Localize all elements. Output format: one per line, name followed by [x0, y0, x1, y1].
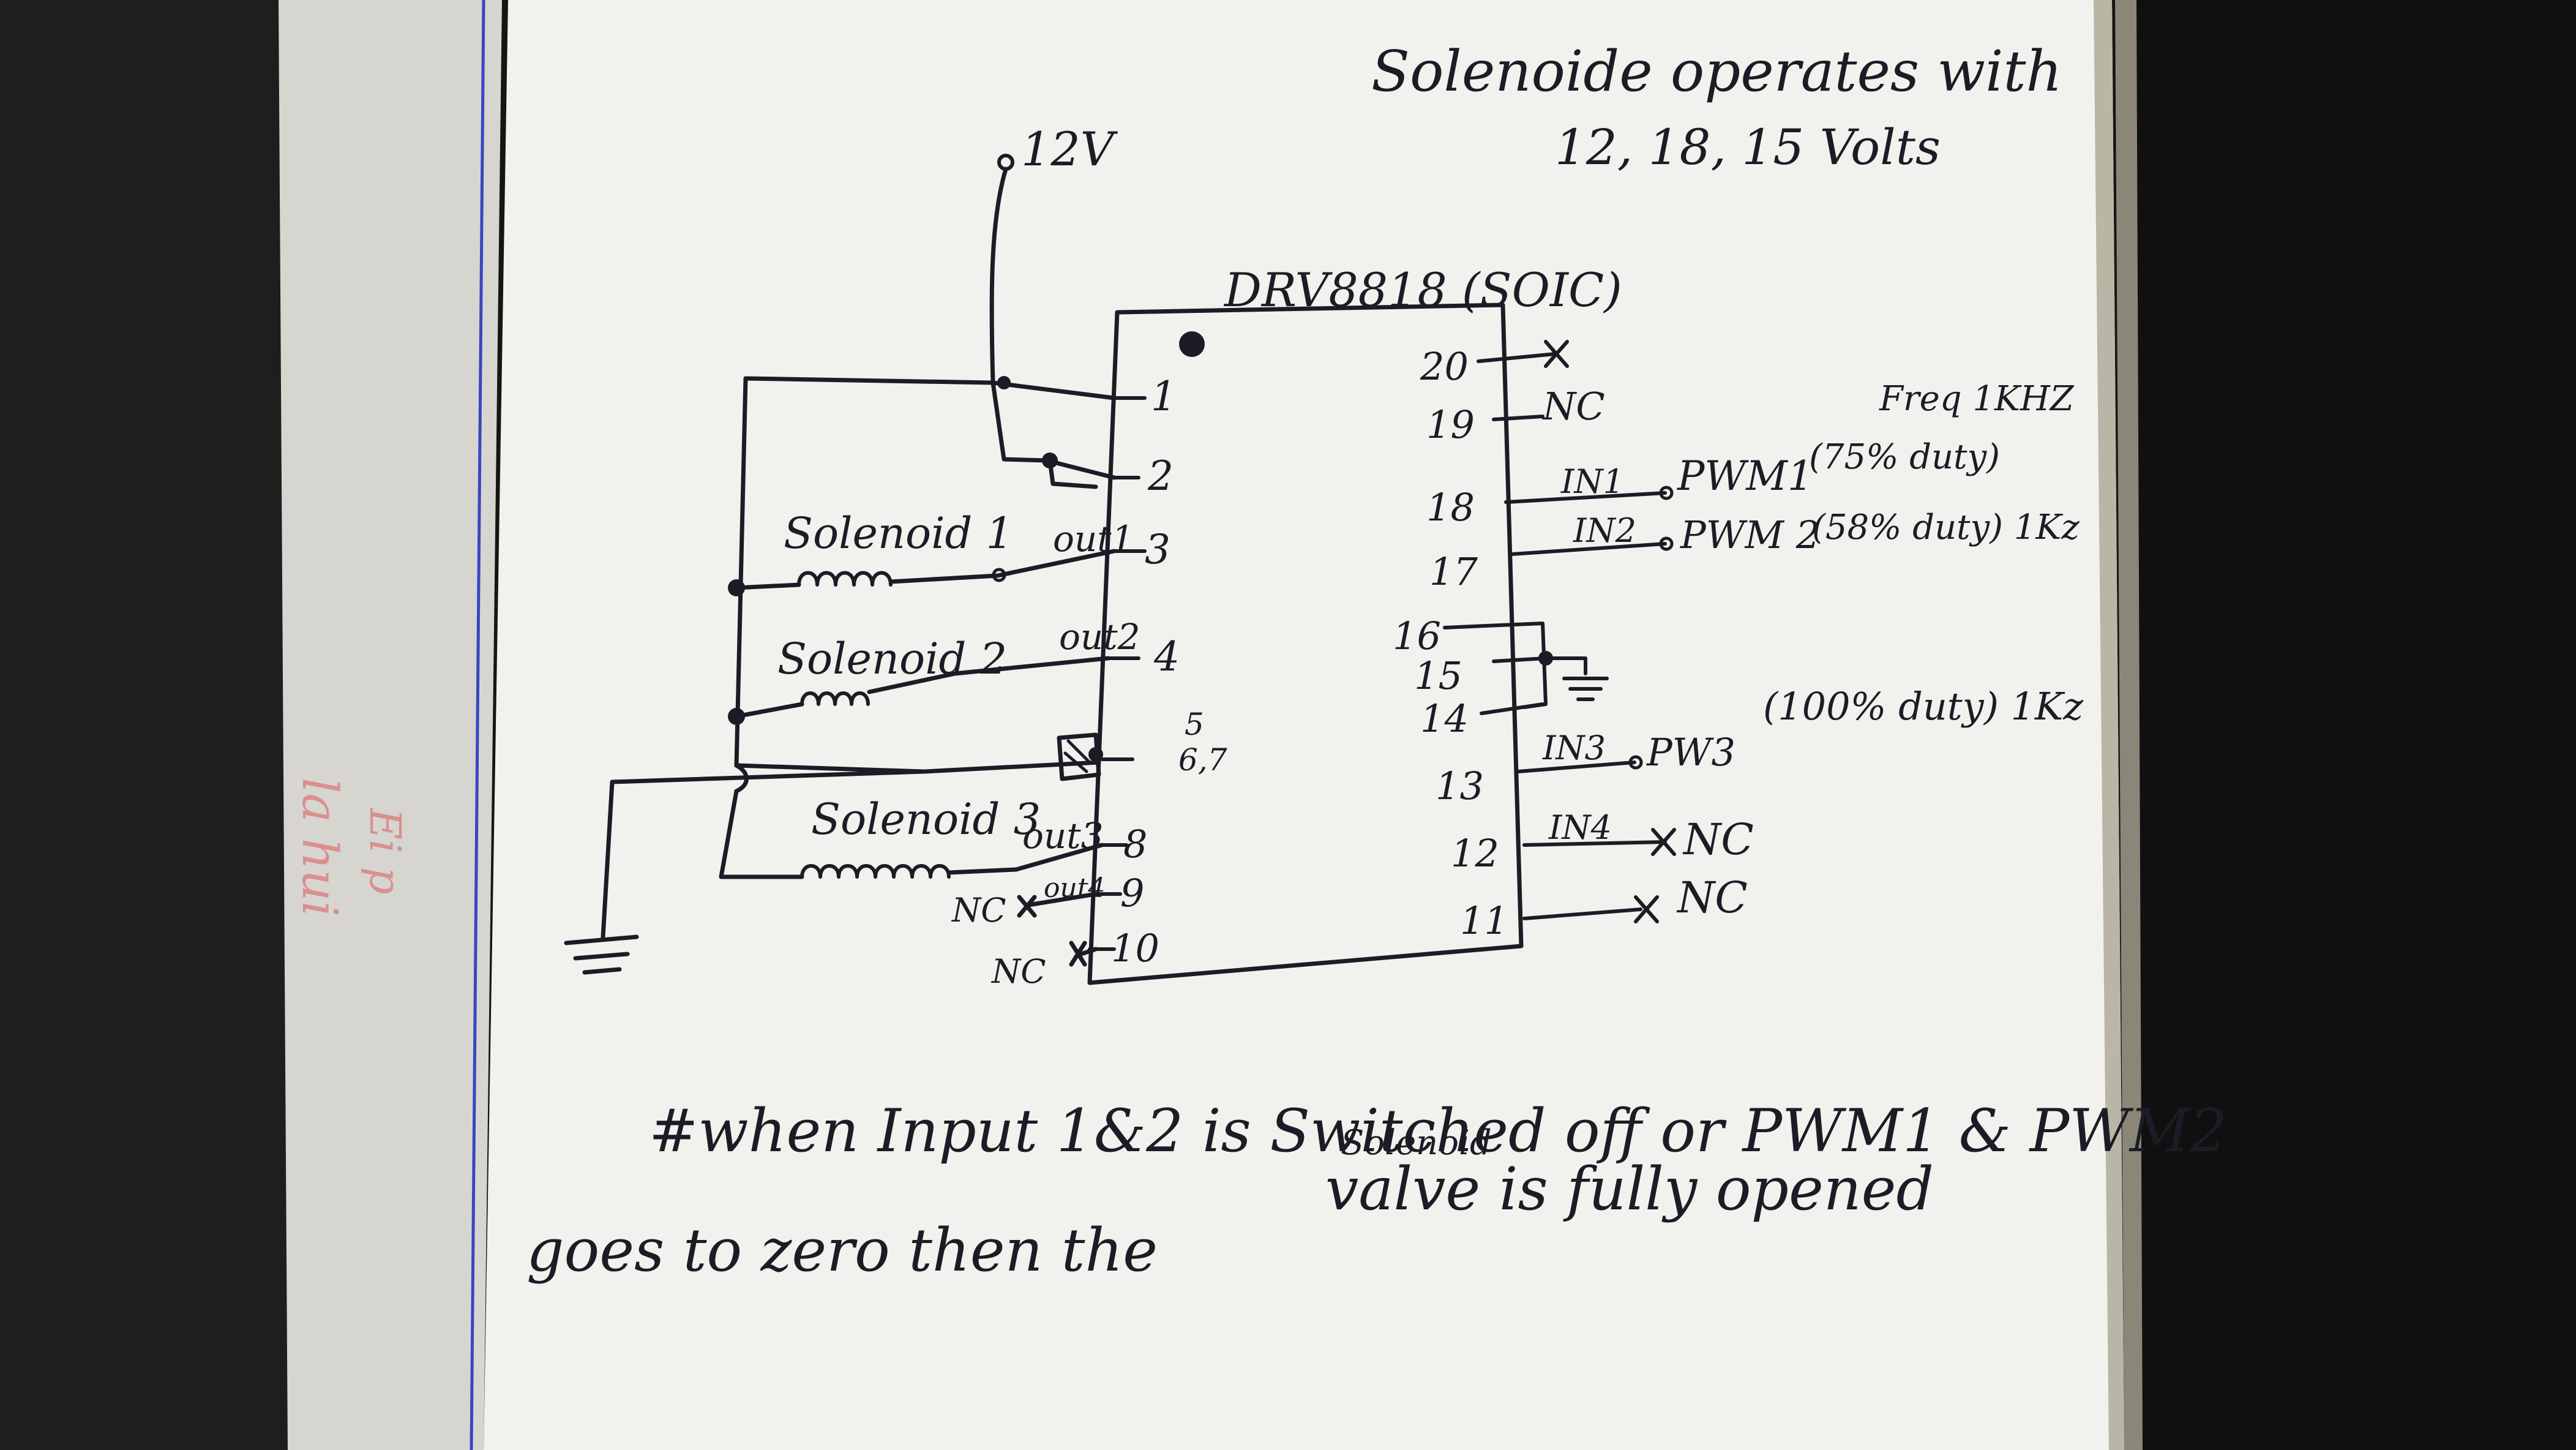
notebook-left-page	[279, 0, 502, 1450]
right-pin-17: 17	[1429, 549, 1478, 594]
pin11-nc: NC	[1676, 873, 1748, 923]
pin1-dot	[1179, 331, 1205, 357]
margin-line	[470, 0, 485, 1450]
right-pin-16: 16	[1393, 614, 1441, 658]
right-pin-15: 15	[1414, 653, 1462, 698]
out3-label: out3	[1022, 815, 1103, 857]
right-pin-18: 18	[1426, 485, 1475, 530]
notebook-page	[484, 0, 2124, 1450]
in3-label: IN3	[1542, 729, 1606, 767]
pin9-nc: NC	[951, 891, 1006, 930]
in4-nc: NC	[1682, 814, 1754, 865]
supply-12v-label: 12V	[1021, 122, 1118, 176]
pwm2-duty: (58% duty) 1Kz	[1812, 508, 2080, 547]
pwm3-label: PW3	[1646, 730, 1735, 775]
note-bottom-line1: #when Input 1&2 is Switched off or PWM1 …	[649, 1097, 2227, 1165]
pwm3-duty: (100% duty) 1Kz	[1763, 684, 2083, 729]
note-bottom-line2-a: goes to zero then the	[526, 1216, 1158, 1285]
right-pin-19: 19	[1426, 402, 1475, 447]
left-pin-4: 4	[1153, 633, 1180, 680]
note-top-line2: 12, 18, 15 Volts	[1555, 119, 1941, 176]
in2-label: IN2	[1573, 511, 1636, 550]
solenoid-2-label: Solenoid 2	[777, 634, 1007, 684]
right-pin-20: 20	[1420, 344, 1469, 389]
note-bottom-line2-b: valve is fully opened	[1325, 1155, 1934, 1223]
in1-label: IN1	[1560, 462, 1624, 501]
solenoid-3-label: Solenoid 3	[811, 794, 1041, 844]
right-pin-13: 13	[1436, 764, 1484, 808]
pin10-nc: NC	[990, 952, 1046, 991]
left-pin-5: 5	[1185, 707, 1204, 742]
pwm1-duty: (75% duty)	[1809, 437, 2000, 477]
note-bottom-insert: Solenoid	[1341, 1123, 1492, 1163]
left-pin-1: 1	[1151, 373, 1177, 420]
out2-label: out2	[1059, 616, 1140, 658]
pwm1-label: PWM1	[1677, 453, 1813, 500]
margin-scribble: Ei p	[360, 807, 410, 895]
solenoid-1-coil	[797, 571, 893, 587]
pin19-nc: NC	[1541, 384, 1605, 429]
right-pin-11: 11	[1460, 898, 1508, 943]
solenoid-1-label: Solenoid 1	[784, 508, 1013, 558]
solenoid-3-coil	[800, 864, 951, 879]
pwm1-freq: Freq 1KHZ	[1879, 379, 2075, 419]
left-pin-2: 2	[1147, 453, 1174, 500]
left-pin-67: 6,7	[1178, 742, 1227, 778]
left-pin-10: 10	[1111, 926, 1159, 971]
out1-label: out1	[1053, 518, 1134, 560]
left-pin-8: 8	[1123, 822, 1147, 866]
solenoid-2-coil	[800, 691, 870, 706]
left-pin-9: 9	[1120, 871, 1144, 915]
in4-label: IN4	[1548, 808, 1612, 847]
note-top-line1: Solenoide operates with	[1371, 39, 2062, 104]
pin9-out4: out4	[1044, 873, 1106, 904]
right-pin-14: 14	[1420, 696, 1469, 741]
pwm2-label: PWM 2	[1680, 513, 1820, 557]
margin-scribble: la hui	[291, 778, 348, 917]
right-pin-12: 12	[1451, 831, 1499, 876]
left-pin-3: 3	[1145, 526, 1170, 573]
